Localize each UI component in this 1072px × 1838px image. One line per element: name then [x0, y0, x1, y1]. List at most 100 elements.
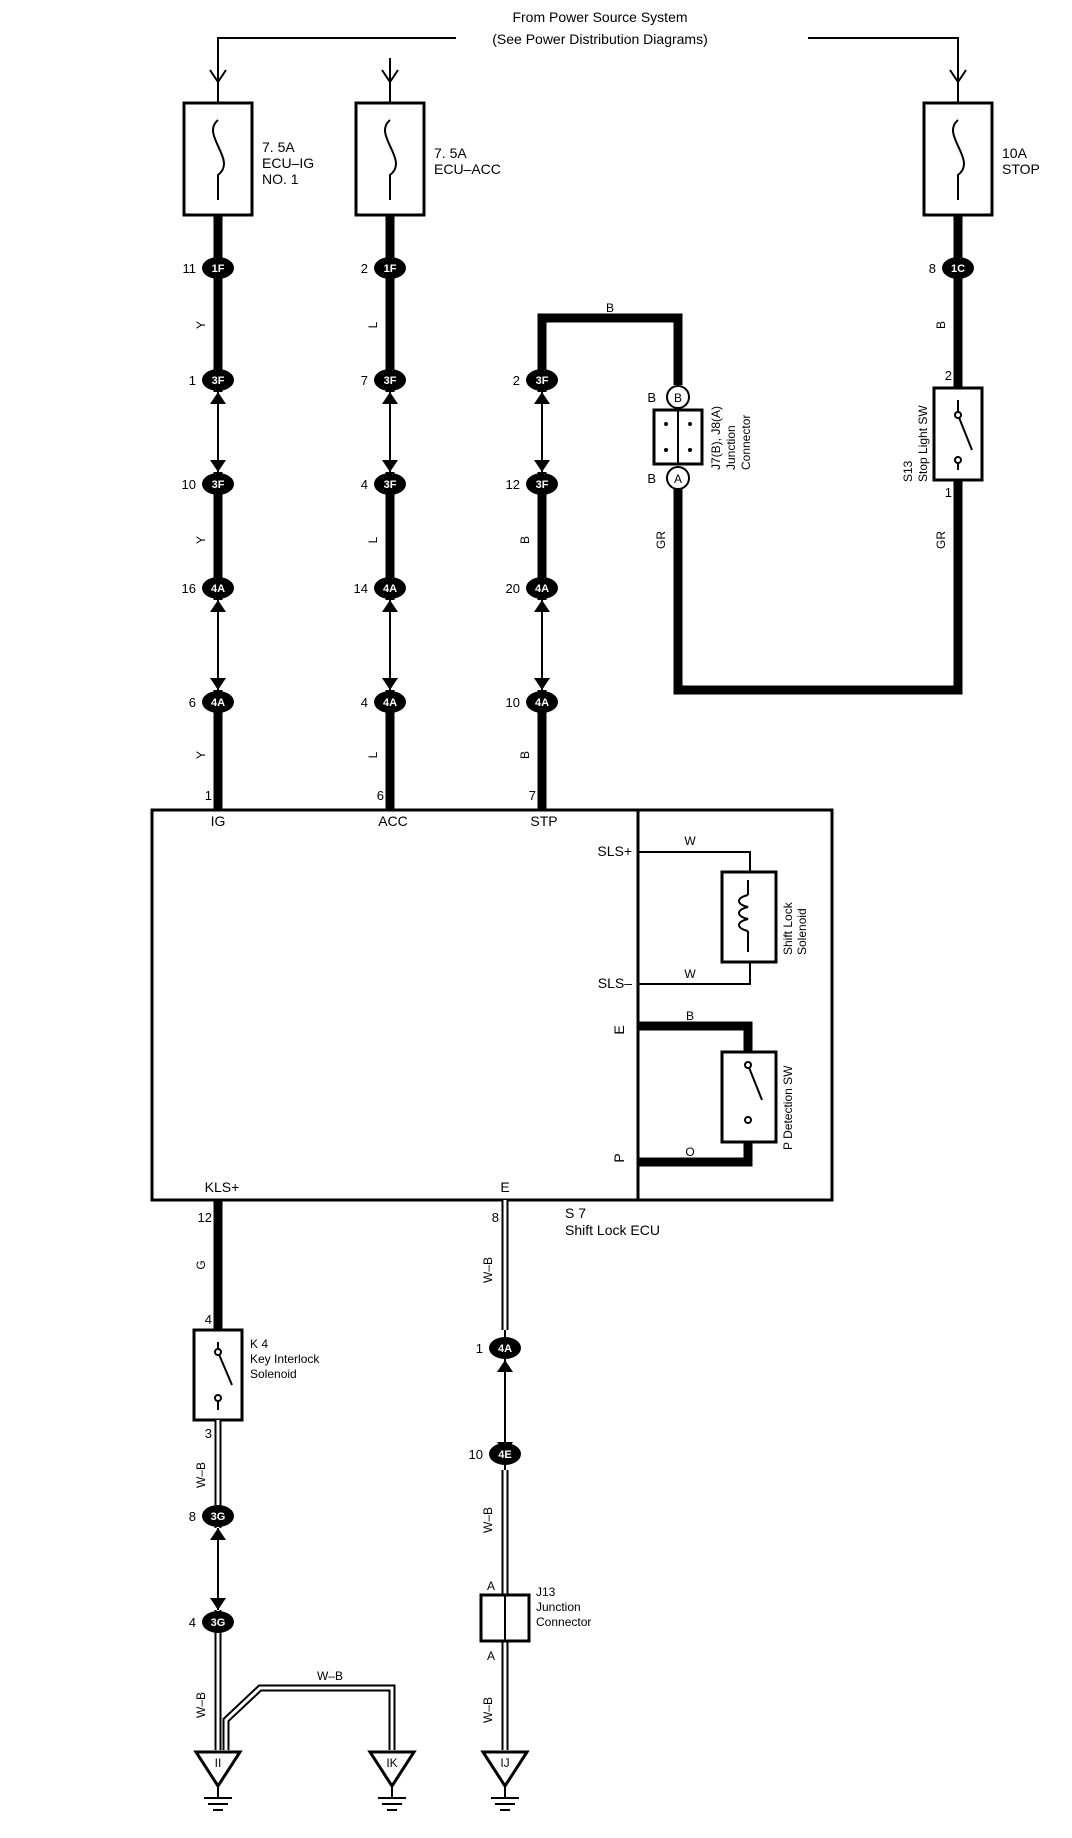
svg-text:7: 7	[361, 373, 368, 388]
wire-color-label: GR	[654, 531, 668, 549]
svg-text:10: 10	[469, 1447, 483, 1462]
connector-c15: 4A 10	[506, 691, 558, 713]
wire-color-label: W–B	[481, 1697, 495, 1723]
svg-text:3G: 3G	[211, 1511, 226, 1523]
svg-text:16: 16	[182, 581, 196, 596]
svg-text:NO. 1: NO. 1	[262, 171, 299, 187]
connector-c19: 3G 4	[189, 1611, 234, 1633]
connector-c18: 3G 8	[189, 1505, 234, 1527]
svg-text:E: E	[611, 1025, 627, 1034]
svg-text:6: 6	[377, 788, 384, 803]
svg-text:8: 8	[492, 1210, 499, 1225]
svg-text:Solenoid: Solenoid	[250, 1367, 297, 1381]
svg-text:3: 3	[205, 1426, 212, 1441]
svg-text:P Detection SW: P Detection SW	[781, 1065, 795, 1150]
ground-ii: II	[193, 1750, 243, 1811]
wire-color-label: B	[606, 301, 614, 315]
wire-color-label: Y	[194, 536, 208, 544]
wire-color-label: L	[366, 751, 380, 758]
svg-text:STP: STP	[530, 813, 557, 829]
svg-text:Connector: Connector	[536, 1615, 591, 1629]
wire-color-label: B	[518, 536, 532, 544]
ground-ik: IK	[367, 1750, 417, 1811]
connector-c8: 3F 4	[361, 473, 406, 495]
svg-text:3F: 3F	[536, 375, 549, 387]
wire-color-label: W	[684, 834, 696, 848]
wire-stp	[537, 313, 683, 810]
svg-text:J13: J13	[536, 1585, 556, 1599]
wire-color-label: W–B	[481, 1257, 495, 1283]
wire-color-label: W	[684, 967, 696, 981]
svg-text:A: A	[487, 1579, 495, 1593]
svg-text:6: 6	[189, 695, 196, 710]
wire-color-label: W–B	[194, 1462, 208, 1488]
svg-text:4: 4	[205, 1312, 212, 1327]
svg-text:1: 1	[476, 1341, 483, 1356]
svg-text:4E: 4E	[498, 1449, 511, 1461]
svg-text:4A: 4A	[498, 1343, 512, 1355]
connector-c11: 4A 14	[354, 577, 406, 599]
svg-text:4A: 4A	[211, 583, 225, 595]
header-line2: (See Power Distribution Diagrams)	[492, 31, 708, 47]
svg-text:4: 4	[189, 1615, 196, 1630]
connector-c10: 4A 16	[182, 577, 234, 599]
svg-text:ACC: ACC	[378, 813, 408, 829]
connector-c14: 4A 4	[361, 691, 406, 713]
svg-text:4A: 4A	[535, 697, 549, 709]
svg-text:4A: 4A	[383, 697, 397, 709]
wire-gr	[673, 480, 963, 695]
svg-text:7. 5A: 7. 5A	[262, 139, 295, 155]
svg-text:7: 7	[529, 788, 536, 803]
svg-text:3F: 3F	[212, 479, 225, 491]
svg-text:Shift Lock ECU: Shift Lock ECU	[565, 1222, 660, 1238]
svg-text:KLS+: KLS+	[205, 1179, 240, 1195]
svg-text:Stop Light SW: Stop Light SW	[916, 405, 930, 482]
svg-text:1: 1	[205, 788, 212, 803]
svg-text:4: 4	[361, 477, 368, 492]
connector-c12: 4A 20	[506, 577, 558, 599]
svg-text:2: 2	[361, 261, 368, 276]
wire-color-label: Y	[194, 751, 208, 759]
svg-text:K 4: K 4	[250, 1337, 268, 1351]
wire-color-label: L	[366, 536, 380, 543]
stop-light-switch-s13: 2 1 S13 Stop Light SW	[901, 368, 984, 500]
svg-text:1F: 1F	[212, 263, 225, 275]
ground-ij: IJ	[480, 1750, 530, 1811]
svg-text:1F: 1F	[384, 263, 397, 275]
svg-text:SLS+: SLS+	[597, 843, 632, 859]
power-source-line-right	[808, 37, 959, 80]
svg-text:Junction: Junction	[724, 425, 738, 470]
svg-text:IJ: IJ	[500, 1756, 509, 1770]
wire-color-label: W–B	[194, 1692, 208, 1718]
wire-color-label: L	[366, 321, 380, 328]
svg-text:10: 10	[182, 477, 196, 492]
connector-c13: 4A 6	[189, 691, 234, 713]
svg-text:B: B	[647, 471, 656, 486]
svg-text:12: 12	[506, 477, 520, 492]
svg-text:B: B	[647, 390, 656, 405]
fuse-ecu-ig: 7. 5A ECU–IG NO. 1	[182, 82, 314, 217]
wire-color-label: W–B	[317, 1669, 343, 1683]
connector-c3: 1C 8	[929, 257, 974, 279]
svg-text:Junction: Junction	[536, 1600, 581, 1614]
svg-text:1C: 1C	[951, 263, 965, 275]
wire-color-label: GR	[934, 531, 948, 549]
svg-text:A: A	[674, 472, 682, 486]
svg-text:P: P	[611, 1153, 627, 1162]
svg-text:Key Interlock: Key Interlock	[250, 1352, 320, 1366]
svg-text:3F: 3F	[212, 375, 225, 387]
svg-text:J7(B), J8(A): J7(B), J8(A)	[709, 406, 723, 470]
svg-text:II: II	[215, 1756, 222, 1770]
wire-color-label: B	[934, 321, 948, 329]
svg-text:ECU–ACC: ECU–ACC	[434, 161, 501, 177]
svg-text:IG: IG	[211, 813, 226, 829]
connector-c17: 4E 10	[469, 1443, 521, 1465]
svg-text:A: A	[487, 1649, 495, 1663]
wire-k4-to-ground	[214, 1420, 396, 1750]
svg-text:3F: 3F	[384, 479, 397, 491]
svg-text:7. 5A: 7. 5A	[434, 145, 467, 161]
svg-text:SLS–: SLS–	[598, 975, 632, 991]
wire-color-label: O	[685, 1145, 694, 1159]
wire-color-label: G	[194, 1260, 208, 1269]
svg-text:Solenoid: Solenoid	[795, 908, 809, 955]
